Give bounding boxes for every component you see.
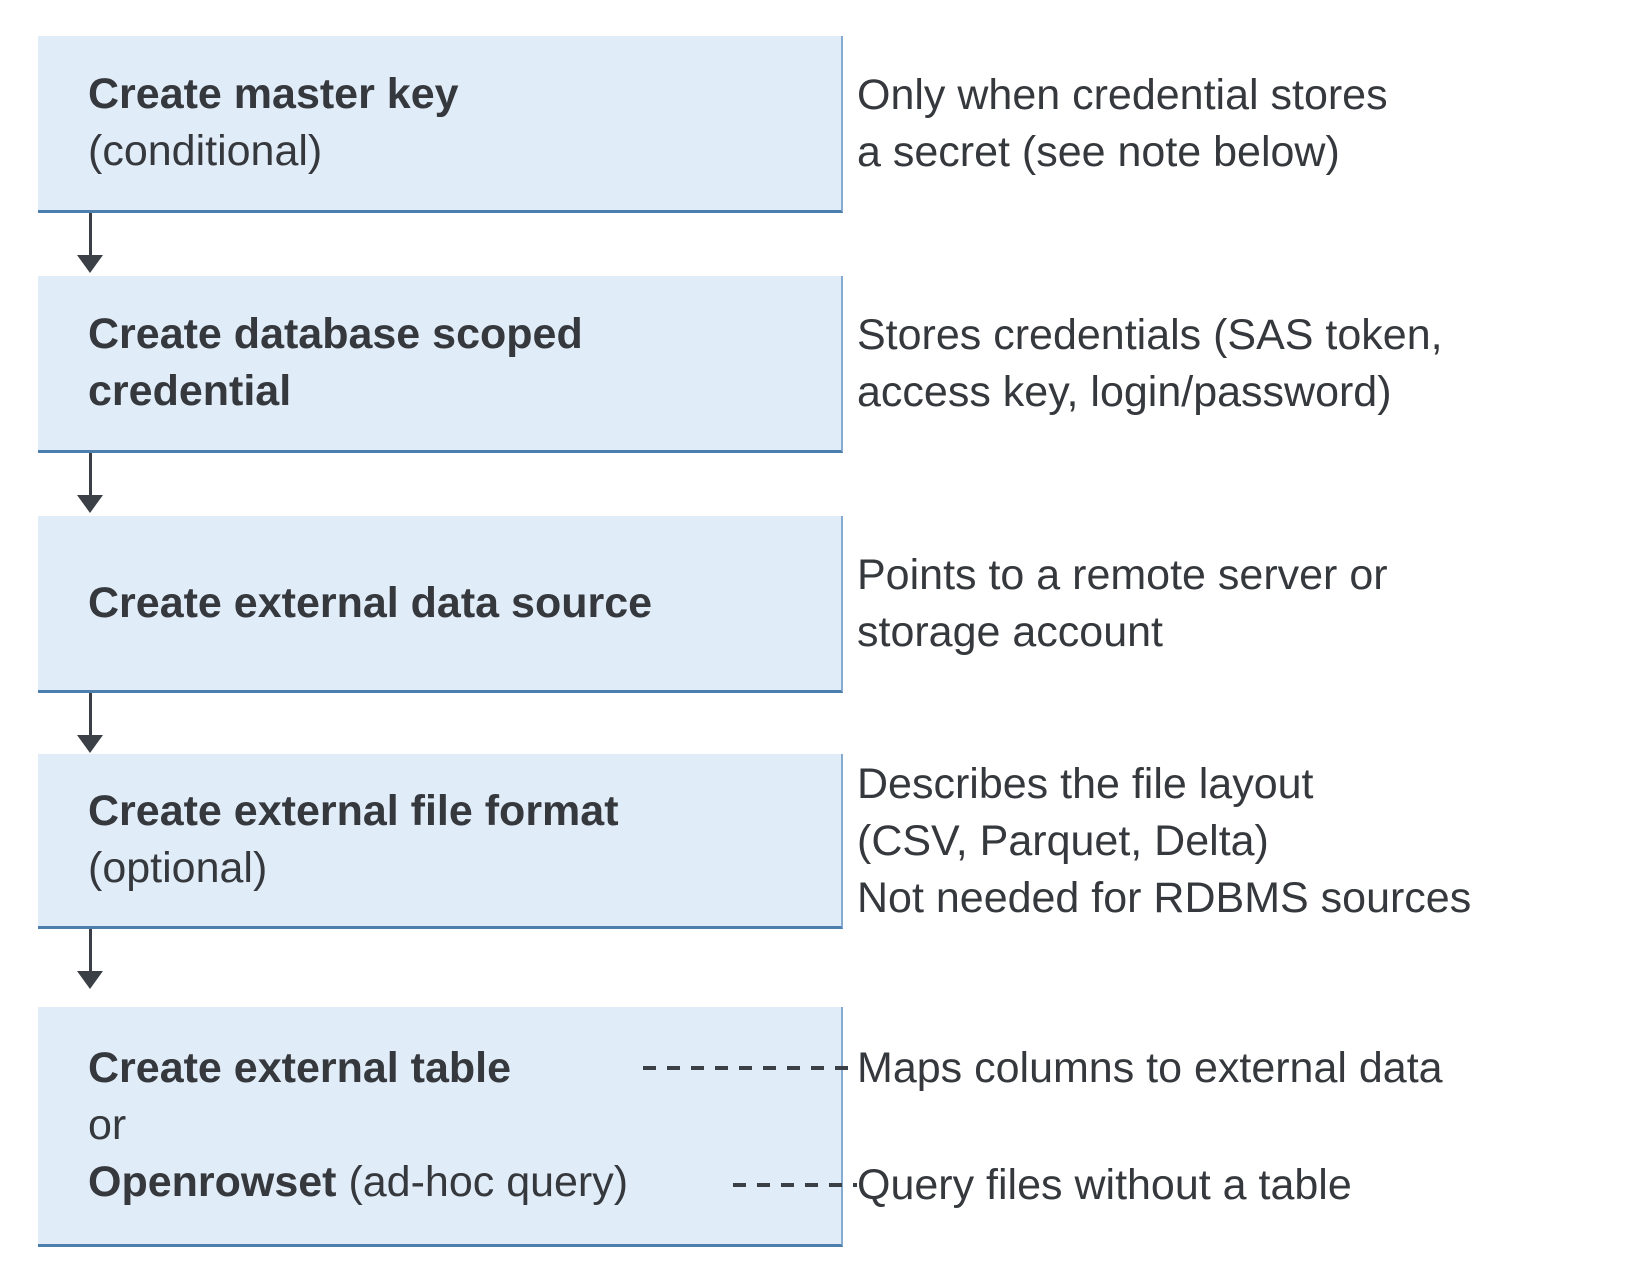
step-create-external-table-or-openrowset: Create external table or Openrowset (ad-… xyxy=(38,1007,843,1247)
annotation-line: (CSV, Parquet, Delta) xyxy=(857,817,1269,865)
step-create-external-data-source: Create external data source xyxy=(38,516,843,693)
dashed-connector-line xyxy=(643,1066,857,1070)
down-arrow-icon xyxy=(77,453,103,513)
annotation-data-source: Points to a remote server or storage acc… xyxy=(857,547,1388,661)
arrow-head xyxy=(77,735,103,753)
down-arrow-icon xyxy=(77,929,103,989)
annotation-line: Not needed for RDBMS sources xyxy=(857,874,1472,922)
annotation-openrowset: Query files without a table xyxy=(857,1157,1352,1214)
arrow-shaft xyxy=(88,213,92,255)
arrow-head xyxy=(77,495,103,513)
annotation-master-key: Only when credential stores a secret (se… xyxy=(857,67,1388,181)
down-arrow-icon xyxy=(77,693,103,753)
step-subtitle: (optional) xyxy=(88,844,268,892)
annotation-line: Describes the file layout xyxy=(857,760,1314,808)
step-subtitle: (conditional) xyxy=(88,127,323,175)
openrowset-suffix: (ad-hoc query) xyxy=(336,1158,629,1206)
step-title: Create external data source xyxy=(88,578,653,627)
dashed-connector-line xyxy=(733,1183,857,1187)
step-create-master-key: Create master key (conditional) xyxy=(38,36,843,213)
step-create-external-file-format: Create external file format (optional) xyxy=(38,754,843,929)
option-openrowset: Openrowset (ad-hoc query) xyxy=(88,1154,841,1211)
annotation-external-table: Maps columns to external data xyxy=(857,1040,1443,1097)
arrow-shaft xyxy=(88,693,92,735)
or-label: or xyxy=(88,1101,127,1149)
arrow-head xyxy=(77,971,103,989)
openrowset-label: Openrowset xyxy=(88,1158,337,1206)
annotation-line: Stores credentials (SAS token, xyxy=(857,311,1443,359)
annotation-line: Points to a remote server or xyxy=(857,551,1388,599)
step-create-database-scoped-credential: Create database scoped credential xyxy=(38,276,843,453)
annotation-line: storage account xyxy=(857,608,1163,656)
annotation-line: Maps columns to external data xyxy=(857,1044,1443,1092)
arrow-shaft xyxy=(88,453,92,495)
step-title: Create database scoped credential xyxy=(88,310,583,415)
annotation-line: access key, login/password) xyxy=(857,368,1392,416)
arrow-shaft xyxy=(88,929,92,971)
annotation-credential: Stores credentials (SAS token, access ke… xyxy=(857,307,1443,421)
annotation-line: Only when credential stores xyxy=(857,71,1388,119)
option-create-external-table: Create external table xyxy=(88,1044,512,1092)
step-title: Create master key xyxy=(88,70,459,118)
annotation-line: Query files without a table xyxy=(857,1161,1352,1209)
annotation-file-format: Describes the file layout (CSV, Parquet,… xyxy=(857,756,1471,927)
step-title: Create external file format xyxy=(88,787,619,835)
down-arrow-icon xyxy=(77,213,103,273)
annotation-line: a secret (see note below) xyxy=(857,128,1340,176)
arrow-head xyxy=(77,255,103,273)
